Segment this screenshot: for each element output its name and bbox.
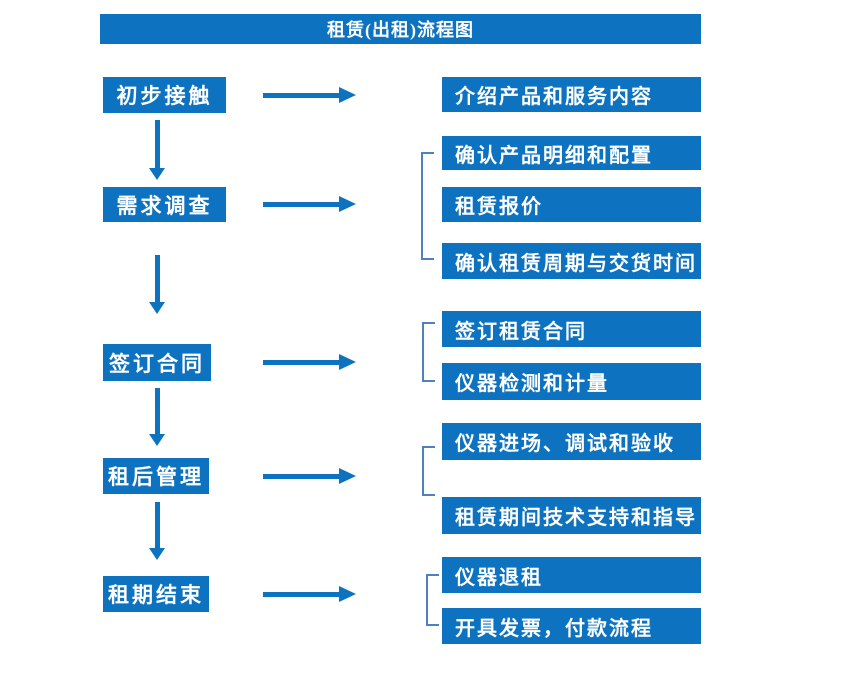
down-arrow-shaft: [154, 388, 160, 434]
group-bracket-rental-end: [426, 574, 439, 626]
right-arrow-1: [263, 87, 356, 103]
down-arrow-head: [149, 548, 165, 560]
down-arrow-shaft: [154, 120, 160, 168]
down-arrow-2: [149, 255, 165, 314]
group-bracket-post-rental: [422, 446, 435, 496]
right-arrow-head: [339, 87, 356, 103]
right-arrow-3: [263, 354, 356, 370]
detail-box-sign-rental-contract: 签订租赁合同: [442, 311, 701, 347]
down-arrow-head: [149, 434, 165, 446]
detail-box-instrument-return: 仪器退租: [442, 557, 701, 593]
right-arrow-head: [339, 354, 356, 370]
right-arrow-4: [263, 468, 356, 484]
right-arrow-shaft: [263, 473, 339, 479]
down-arrow-4: [149, 502, 165, 560]
group-bracket-demand-survey: [421, 152, 434, 260]
right-arrow-shaft: [263, 591, 339, 597]
down-arrow-head: [149, 302, 165, 314]
right-arrow-shaft: [263, 359, 339, 365]
down-arrow-shaft: [154, 502, 160, 548]
step-box-initial-contact: 初步接触: [103, 77, 226, 113]
group-bracket-sign-contract: [422, 322, 435, 382]
right-arrow-5: [263, 586, 356, 602]
right-arrow-2: [263, 196, 356, 212]
detail-box-invoice-payment: 开具发票，付款流程: [442, 608, 701, 644]
detail-box-instrument-inspection: 仪器检测和计量: [442, 363, 701, 400]
detail-box-technical-support: 租赁期间技术支持和指导: [442, 497, 701, 534]
detail-box-confirm-product-details: 确认产品明细和配置: [442, 136, 701, 170]
right-arrow-shaft: [263, 201, 339, 207]
down-arrow-3: [149, 388, 165, 446]
right-arrow-head: [339, 468, 356, 484]
down-arrow-shaft: [154, 255, 160, 302]
step-box-post-rental-management: 租后管理: [103, 458, 209, 494]
down-arrow-1: [149, 120, 165, 180]
right-arrow-head: [339, 586, 356, 602]
step-box-rental-end: 租期结束: [103, 576, 209, 612]
right-arrow-head: [339, 196, 356, 212]
detail-box-confirm-rental-period: 确认租赁周期与交货时间: [442, 243, 701, 279]
right-arrow-shaft: [263, 92, 339, 98]
down-arrow-head: [149, 168, 165, 180]
step-box-sign-contract: 签订合同: [103, 344, 211, 381]
detail-box-introduce-products: 介绍产品和服务内容: [442, 77, 701, 112]
step-box-demand-survey: 需求调查: [103, 187, 226, 222]
flow-title: 租赁(出租)流程图: [100, 14, 701, 44]
detail-box-rental-quote: 租赁报价: [442, 187, 701, 222]
detail-box-instrument-setup-acceptance: 仪器进场、调试和验收: [442, 423, 701, 460]
